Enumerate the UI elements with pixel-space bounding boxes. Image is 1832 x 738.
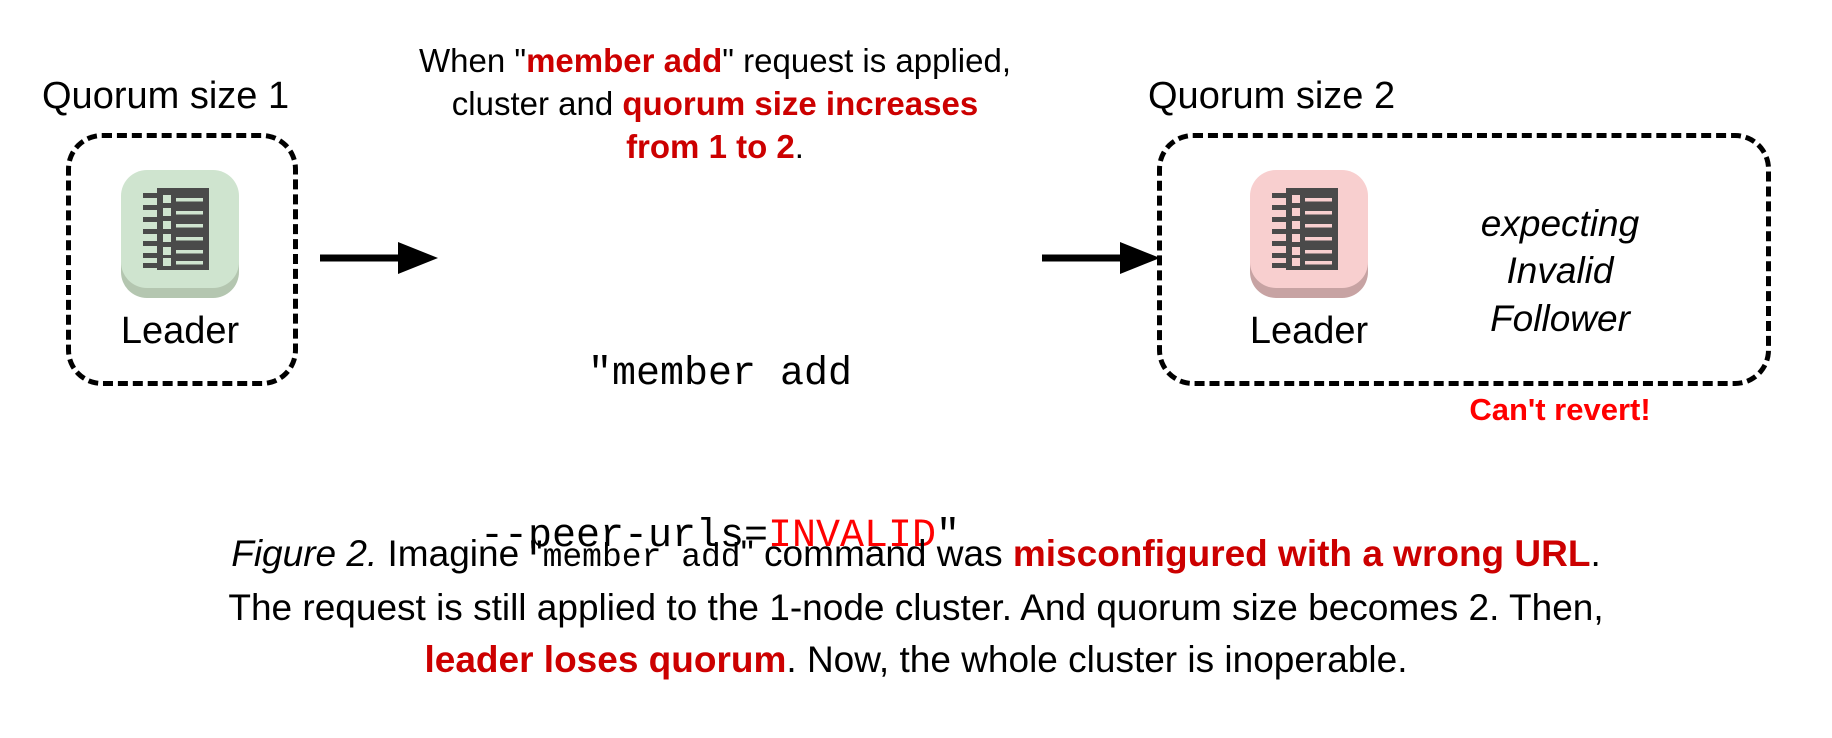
caption-l3-highlight: leader loses quorum <box>424 639 787 681</box>
top-annotation: When "member add" request is applied, cl… <box>400 40 1030 169</box>
left-cluster-box <box>66 133 298 386</box>
caption-l1-c: . <box>1590 533 1601 574</box>
command-line-1: "member add <box>587 352 853 397</box>
annotation-line1-highlight: member add <box>526 42 723 79</box>
caption-line-3: leader loses quorum. Now, the whole clus… <box>0 634 1832 687</box>
server-rack-icon <box>1272 188 1338 270</box>
caption-line-1: Figure 2. Imagine "member add" command w… <box>0 528 1832 582</box>
caption-l1-a: Imagine " <box>377 533 543 574</box>
figure-caption: Figure 2. Imagine "member add" command w… <box>0 528 1832 687</box>
caption-figure-label: Figure 2. <box>231 533 378 574</box>
annotation-line3-post: . <box>794 127 804 165</box>
command-flag: --peer-urls= <box>479 514 768 559</box>
command-closing-quote: " <box>936 514 961 559</box>
right-node[interactable]: Leader <box>1247 166 1371 350</box>
annotation-line2-pre: cluster and <box>451 84 623 122</box>
follower-note-line-3: Follower <box>1490 297 1630 339</box>
follower-note-line-2: Invalid <box>1506 250 1614 292</box>
command-invalid-value: INVALID <box>768 514 937 559</box>
annotation-line1-pre: When " <box>418 42 527 79</box>
follower-note-line-1: expecting <box>1480 203 1640 244</box>
follower-note: expecting Invalid Follower <box>1410 200 1710 342</box>
cant-revert-warning: Can't revert! <box>1469 392 1651 427</box>
right-cluster-title: Quorum size 2 <box>1148 75 1396 117</box>
annotation-line2-highlight: quorum size increases <box>622 84 979 122</box>
caption-l3-b: . Now, the whole cluster is inoperable. <box>786 639 1408 681</box>
caption-l1-highlight: misconfigured with a wrong URL <box>1012 533 1591 574</box>
caption-l1-mono: member add <box>542 539 741 576</box>
left-node-label: Leader <box>120 310 240 352</box>
caption-l1-b: " command was <box>740 533 1013 574</box>
arrow-right-icon-left <box>320 242 438 274</box>
annotation-line3-highlight: from 1 to 2 <box>626 127 795 165</box>
caption-line-2: The request is still applied to the 1-no… <box>228 586 1604 628</box>
left-node[interactable]: Leader <box>118 166 242 350</box>
arrow-right-icon-right <box>1042 242 1160 274</box>
command-line-2: --peer-urls=INVALID" <box>440 510 1000 564</box>
right-node-label: Leader <box>1249 310 1369 352</box>
server-rack-icon <box>143 188 209 270</box>
annotation-line1-post: " request is applied, <box>722 42 1012 79</box>
command-block: "member add --peer-urls=INVALID" <box>440 240 1000 672</box>
left-cluster-title: Quorum size 1 <box>42 75 290 117</box>
right-cluster-box <box>1157 133 1771 386</box>
